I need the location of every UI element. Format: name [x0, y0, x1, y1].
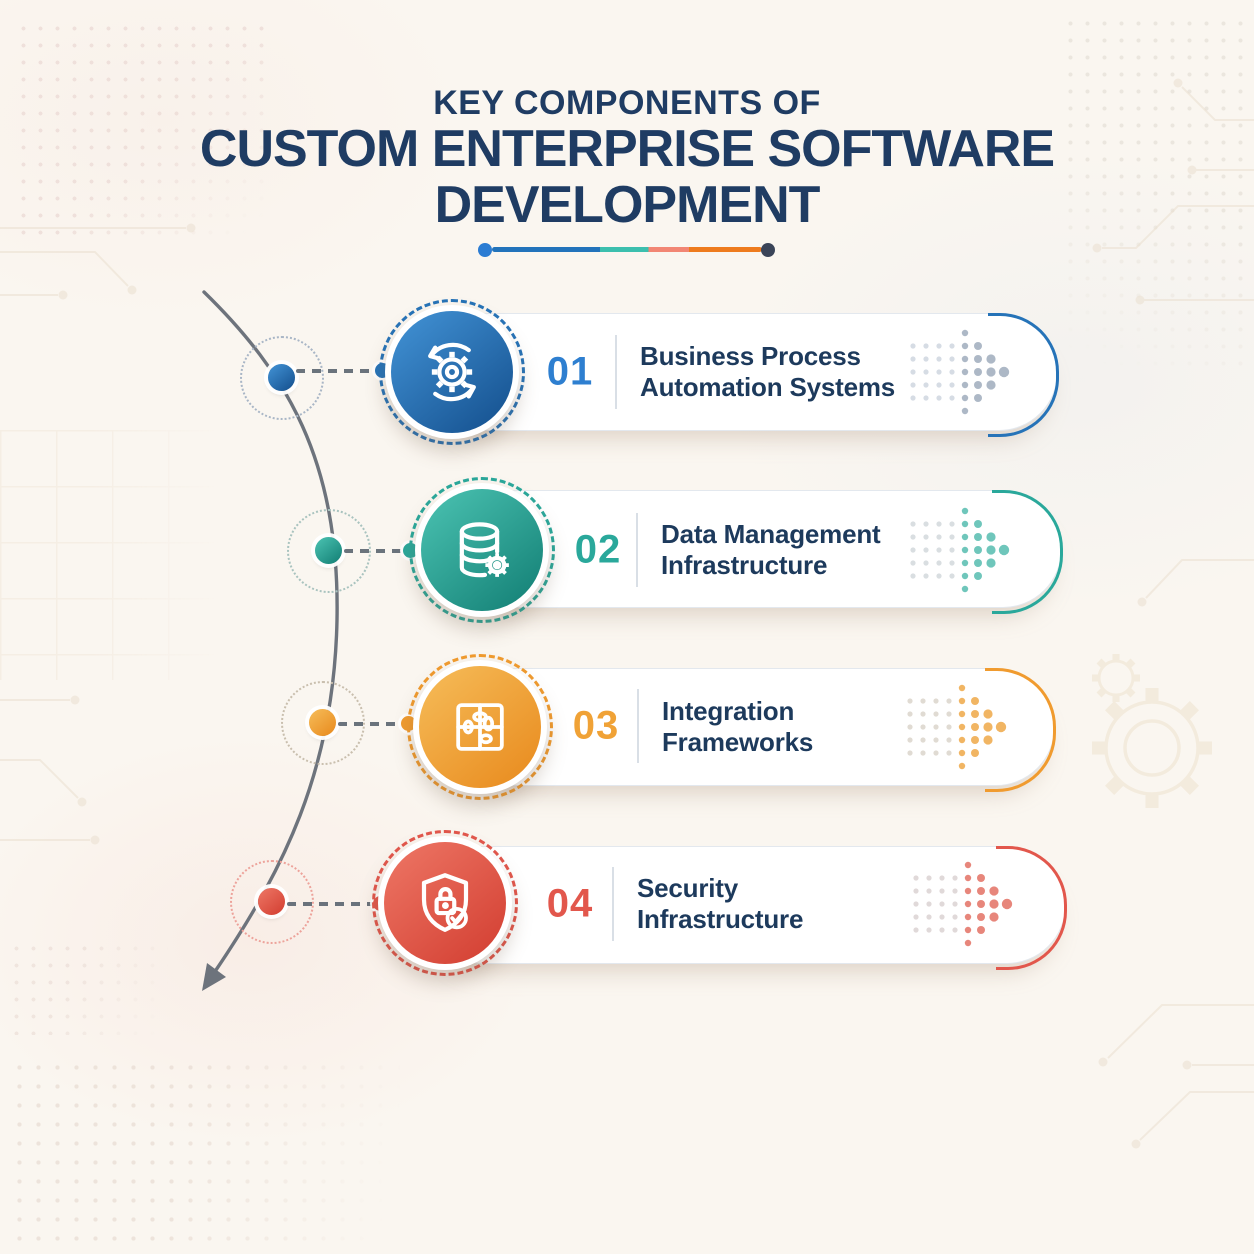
dashed-connector-line — [287, 902, 377, 906]
component-number: 02 — [574, 527, 622, 572]
dotted-arrow-icon — [907, 684, 1007, 770]
dotted-arrow-icon — [910, 507, 1010, 593]
component-number: 03 — [572, 703, 620, 748]
divider-right-dot — [761, 243, 775, 257]
process-automation-sync-gear-icon — [428, 342, 476, 402]
card-divider-line — [615, 335, 617, 409]
divider-left-dot — [478, 243, 492, 257]
component-title: Data Management Infrastructure — [661, 519, 881, 580]
puzzle-integration-icon — [456, 703, 504, 751]
page-title-line2: DEVELOPMENT — [434, 176, 821, 234]
icon-badge-circle — [391, 311, 513, 433]
component-icon-badge — [379, 299, 525, 445]
component-icon-badge — [407, 654, 553, 800]
component-number: 01 — [546, 349, 594, 394]
dashed-connector-line — [344, 549, 408, 553]
timeline-node-dot — [258, 888, 285, 915]
database-gear-icon — [459, 522, 509, 578]
component-icon-badge — [409, 477, 555, 623]
component-title: Security Infrastructure — [637, 873, 804, 934]
page-title-line1: CUSTOM ENTERPRISE SOFTWARE — [199, 120, 1055, 178]
component-title: Business Process Automation Systems — [640, 341, 896, 402]
icon-badge-circle — [421, 489, 543, 611]
card-divider-line — [637, 689, 639, 763]
shield-lock-check-icon — [421, 873, 469, 932]
component-title: Integration Frameworks — [662, 696, 814, 757]
icon-badge-circle — [419, 666, 541, 788]
component-number: 04 — [546, 881, 594, 926]
title-divider-bar — [492, 247, 762, 252]
dotted-arrow-icon — [910, 329, 1010, 415]
component-card — [460, 489, 1063, 614]
dotted-arrow-icon — [913, 861, 1013, 947]
card-divider-line — [636, 513, 638, 587]
card-divider-line — [612, 867, 614, 941]
dashed-connector-line — [338, 722, 406, 726]
icon-badge-circle — [384, 842, 506, 964]
header-kicker: KEY COMPONENTS OF — [433, 84, 821, 122]
component-icon-badge — [372, 830, 518, 976]
